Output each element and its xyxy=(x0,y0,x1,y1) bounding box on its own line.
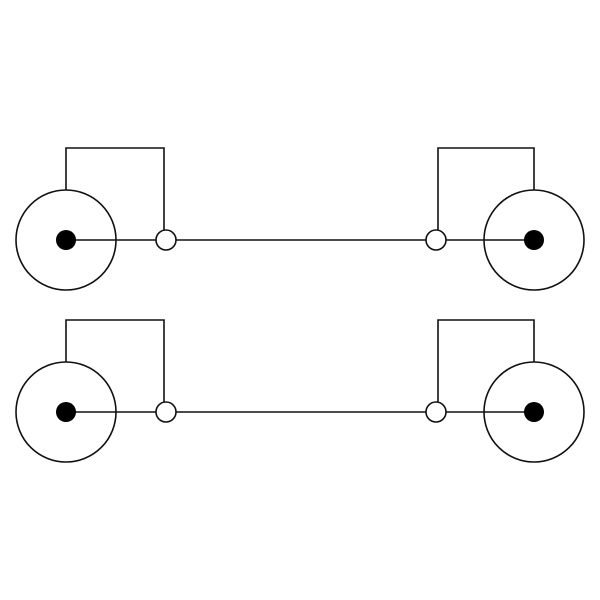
rca-plug-right xyxy=(483,361,585,463)
plug-center-pin xyxy=(56,402,76,422)
rca-plug-left xyxy=(15,361,117,463)
plug-center-pin xyxy=(56,230,76,250)
ground-node-left xyxy=(155,229,177,251)
cables-group xyxy=(15,147,585,463)
ground-node-right xyxy=(425,229,447,251)
shield-wire-right xyxy=(437,319,535,402)
rca-plug-right xyxy=(483,189,585,291)
cable-bottom xyxy=(15,319,585,463)
shield-wire-left xyxy=(65,147,165,230)
shield-wire-left xyxy=(65,319,165,402)
shield-wire-right xyxy=(437,147,535,230)
plug-center-pin xyxy=(524,230,544,250)
plug-center-pin xyxy=(524,402,544,422)
cable-top xyxy=(15,147,585,291)
rca-plug-left xyxy=(15,189,117,291)
ground-node-right xyxy=(425,401,447,423)
ground-node-left xyxy=(155,401,177,423)
